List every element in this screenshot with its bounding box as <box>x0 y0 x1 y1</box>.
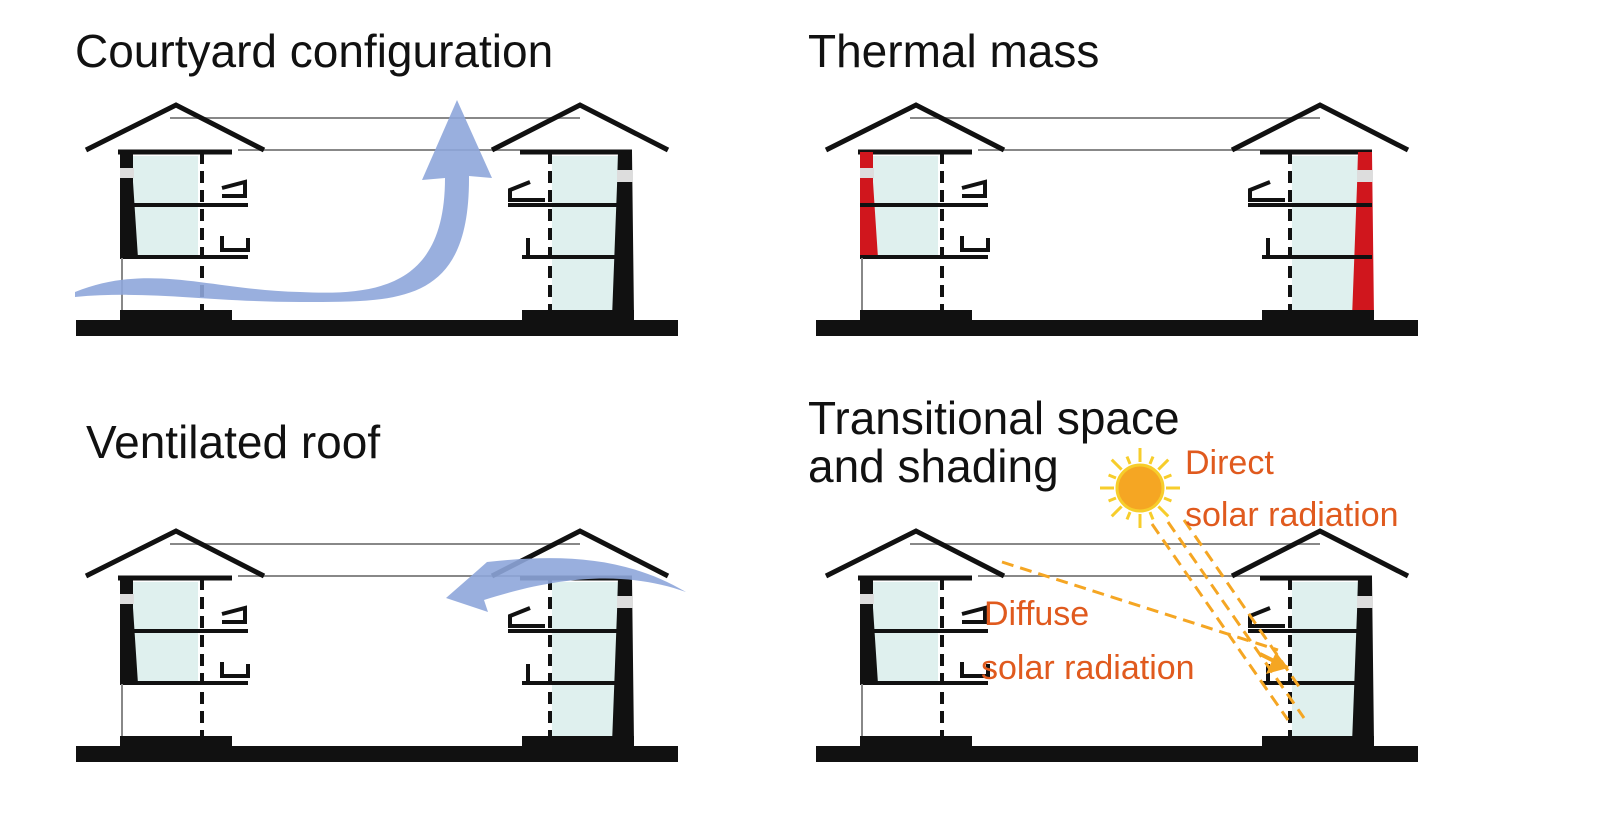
right-glass-panel <box>552 582 618 744</box>
right-glass-panel <box>552 156 618 318</box>
left-wall-vent <box>860 594 874 604</box>
sun-ray <box>1108 473 1117 480</box>
direct-radiation-rays-icon <box>1150 519 1306 721</box>
ground-slab <box>76 746 678 762</box>
sun-disc <box>1115 463 1165 513</box>
panel-thermal-mass: Thermal mass <box>740 0 1540 398</box>
left-plinth <box>860 310 972 322</box>
right-outer-wall <box>1352 152 1374 318</box>
sun-ray <box>1110 458 1123 471</box>
left-plinth <box>860 736 972 748</box>
sun-icon <box>1100 448 1180 528</box>
ventilated-building-section <box>76 528 678 762</box>
left-wall-vent <box>120 168 134 178</box>
panel-courtyard: Courtyard configuration <box>0 0 800 398</box>
left-roof <box>84 102 266 153</box>
right-balcony-1 <box>1248 606 1285 628</box>
right-plinth <box>522 310 634 322</box>
right-wall-vent <box>617 170 633 182</box>
sun-ray <box>1163 496 1172 503</box>
sun-ray <box>1148 511 1155 520</box>
sun-ray <box>1108 496 1117 503</box>
panel-title-transitional-line2: and shading <box>808 440 1059 492</box>
right-outer-wall <box>612 152 634 318</box>
left-plinth <box>120 736 232 748</box>
left-balcony-2 <box>960 662 990 678</box>
ventilated-roof-diagram <box>76 528 686 762</box>
left-plinth <box>120 310 232 322</box>
left-roof <box>824 528 1006 579</box>
panel-ventilated-roof: Ventilated roof <box>0 416 800 824</box>
panel-transitional-space: Transitional space and shading Direct so… <box>740 392 1540 824</box>
panel-title-ventilated-roof: Ventilated roof <box>86 416 381 468</box>
thermal-mass-diagram <box>816 102 1418 336</box>
right-outer-wall <box>1352 578 1374 744</box>
left-balcony-2 <box>960 236 990 252</box>
left-balcony-1 <box>961 179 987 198</box>
transitional-space-diagram <box>816 448 1418 762</box>
sun-ray <box>1163 473 1172 480</box>
right-outer-wall <box>612 578 634 744</box>
left-balcony-2 <box>220 662 250 678</box>
panel-title-courtyard: Courtyard configuration <box>75 25 554 77</box>
diffuse-radiation-ray-icon <box>1001 560 1289 674</box>
sun-ray <box>1157 505 1170 518</box>
airflow-arrow-icon <box>446 558 686 612</box>
left-balcony-2 <box>220 236 250 252</box>
ground-slab <box>76 320 678 336</box>
right-roof <box>1230 528 1410 579</box>
thermal-building-section <box>816 102 1418 336</box>
left-wall-vent <box>120 594 134 604</box>
transitional-building-section <box>816 528 1418 762</box>
right-balcony-1 <box>1248 180 1285 202</box>
courtyard-diagram <box>75 100 678 336</box>
direct-radiation-label-line1: Direct <box>1185 444 1274 482</box>
airflow-arrow-icon <box>75 100 492 303</box>
sun-ray <box>1148 456 1155 465</box>
left-wall-vent <box>860 168 874 178</box>
sun-ray <box>1110 505 1123 518</box>
right-glass-panel <box>1292 156 1358 318</box>
left-roof <box>824 102 1006 153</box>
right-plinth <box>522 736 634 748</box>
right-glass-panel <box>1292 582 1358 744</box>
ground-slab <box>816 320 1418 336</box>
left-balcony-1 <box>221 605 247 624</box>
diffuse-radiation-label-line1: Diffuse <box>984 595 1090 633</box>
panel-title-thermal-mass: Thermal mass <box>808 25 1100 77</box>
left-balcony-1 <box>221 179 247 198</box>
courtyard-building-section <box>76 102 678 336</box>
right-plinth <box>1262 736 1374 748</box>
right-roof <box>1230 102 1410 153</box>
right-balcony-1 <box>508 180 545 202</box>
sun-ray <box>1125 456 1132 465</box>
left-balcony-1 <box>961 605 987 624</box>
right-plinth <box>1262 310 1374 322</box>
right-wall-vent <box>617 596 633 608</box>
right-wall-vent <box>1357 596 1373 608</box>
left-roof <box>84 528 266 579</box>
right-balcony-1 <box>508 606 545 628</box>
diffuse-radiation-label-line2: solar radiation <box>981 649 1195 687</box>
sun-ray <box>1125 511 1132 520</box>
ground-slab <box>816 746 1418 762</box>
sun-ray <box>1157 458 1170 471</box>
right-roof <box>490 102 670 153</box>
right-wall-vent <box>1357 170 1373 182</box>
panel-title-transitional-line1: Transitional space <box>808 392 1180 444</box>
direct-radiation-label-line2: solar radiation <box>1185 496 1399 534</box>
